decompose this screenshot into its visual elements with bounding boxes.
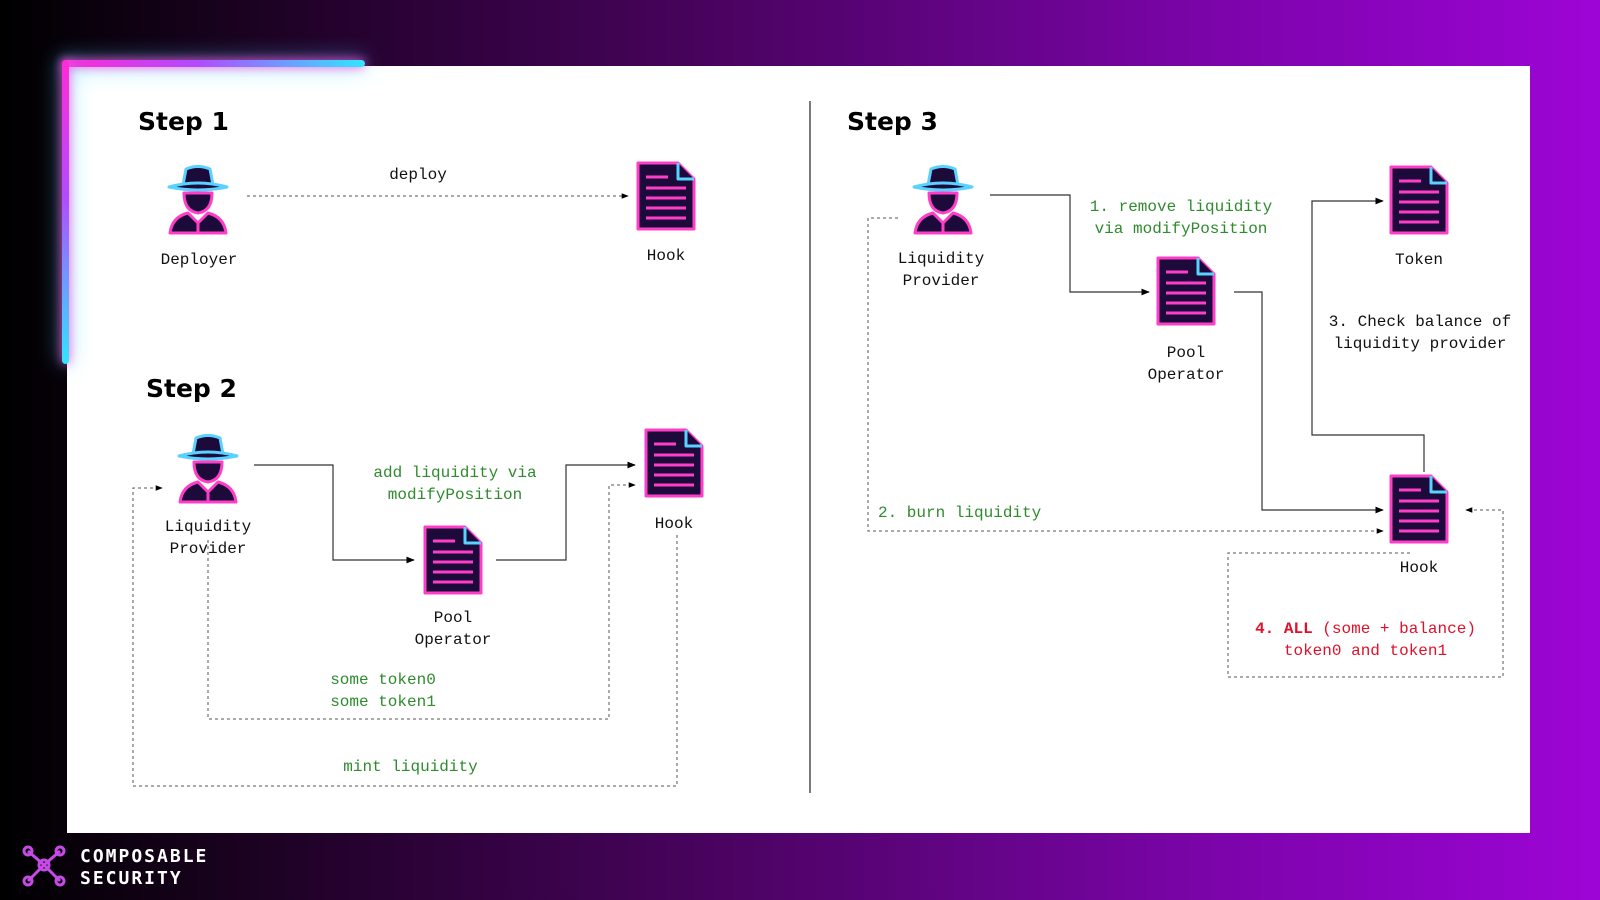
remove-liquidity-arrow xyxy=(990,194,1150,296)
add-liquidity-arrow-out xyxy=(496,461,636,561)
step3-operator-label-line1: Pool xyxy=(1166,344,1206,362)
burn-liquidity-arrow xyxy=(867,217,1384,534)
step-3-title: Step 3 xyxy=(847,107,938,136)
withdraw-step-number: 4. xyxy=(1255,620,1275,638)
composable-security-logo-icon xyxy=(22,845,66,887)
step3-pool-operator-document-icon xyxy=(1154,254,1218,328)
step2-operator-label-line2: Operator xyxy=(414,631,492,649)
check-balance-label-line2: liquidity provider xyxy=(1333,335,1507,353)
withdraw-all-arrow xyxy=(1227,507,1504,678)
step2-pool-operator-document-icon xyxy=(421,523,485,597)
add-liquidity-label-line1: add liquidity via xyxy=(373,464,537,482)
step3-hook-document-icon xyxy=(1387,472,1451,546)
step2-provider-person-icon xyxy=(176,432,240,504)
check-balance-arrow xyxy=(1311,197,1425,472)
token-label: Token xyxy=(1394,251,1443,269)
step2-hook-document-icon xyxy=(642,426,706,500)
step2-provider-label-line2: Provider xyxy=(169,540,247,558)
deploy-edge-label: deploy xyxy=(389,166,447,184)
deployer-person-icon xyxy=(166,163,230,235)
deployer-label: Deployer xyxy=(160,251,238,269)
step2-hook-label: Hook xyxy=(654,515,694,533)
step-2-title: Step 2 xyxy=(146,374,237,403)
step-1-title: Step 1 xyxy=(138,107,229,136)
step1-hook-label: Hook xyxy=(646,247,686,265)
add-liquidity-label-line2: modifyPosition xyxy=(387,486,523,504)
step2-provider-label-line1: Liquidity xyxy=(164,518,252,536)
burn-liquidity-label: 2. burn liquidity xyxy=(878,504,1042,522)
diagram-panel xyxy=(67,66,1530,833)
withdraw-all-label-line2: token0 and token1 xyxy=(1283,642,1448,660)
check-balance-label-line1: 3. Check balance of xyxy=(1328,313,1512,331)
step2-operator-label-line1: Pool xyxy=(433,609,473,627)
tokens-label-line1: some token0 xyxy=(330,671,436,689)
remove-liquidity-label-line2: via modifyPosition xyxy=(1094,220,1268,238)
mint-liquidity-arrow xyxy=(132,485,678,787)
step3-operator-label-line2: Operator xyxy=(1147,366,1225,384)
add-liquidity-arrow-in xyxy=(254,464,415,564)
brand-line1: COMPOSABLE xyxy=(80,846,209,867)
token-document-icon xyxy=(1387,163,1451,237)
tokens-arrow xyxy=(207,482,636,720)
operator-to-hook-arrow xyxy=(1234,291,1384,514)
mint-liquidity-label: mint liquidity xyxy=(343,758,478,776)
withdraw-all-label-line1: 4. ALL (some + balance) xyxy=(1228,618,1503,640)
step1-hook-document-icon xyxy=(634,159,698,233)
withdraw-all-detail: (some + balance) xyxy=(1322,620,1476,638)
step3-provider-label-line2: Provider xyxy=(902,272,980,290)
tokens-label-line2: some token1 xyxy=(330,693,436,711)
step3-hook-label: Hook xyxy=(1399,559,1439,577)
neon-frame-left xyxy=(62,60,69,364)
brand-wordmark: COMPOSABLE SECURITY xyxy=(80,846,208,890)
neon-frame-top xyxy=(62,60,365,67)
step3-provider-person-icon xyxy=(911,163,975,235)
step3-provider-label-line1: Liquidity xyxy=(897,250,985,268)
remove-liquidity-label-line1: 1. remove liquidity xyxy=(1089,198,1273,216)
withdraw-all-emphasis: ALL xyxy=(1283,620,1313,638)
brand-line2: SECURITY xyxy=(80,868,183,889)
